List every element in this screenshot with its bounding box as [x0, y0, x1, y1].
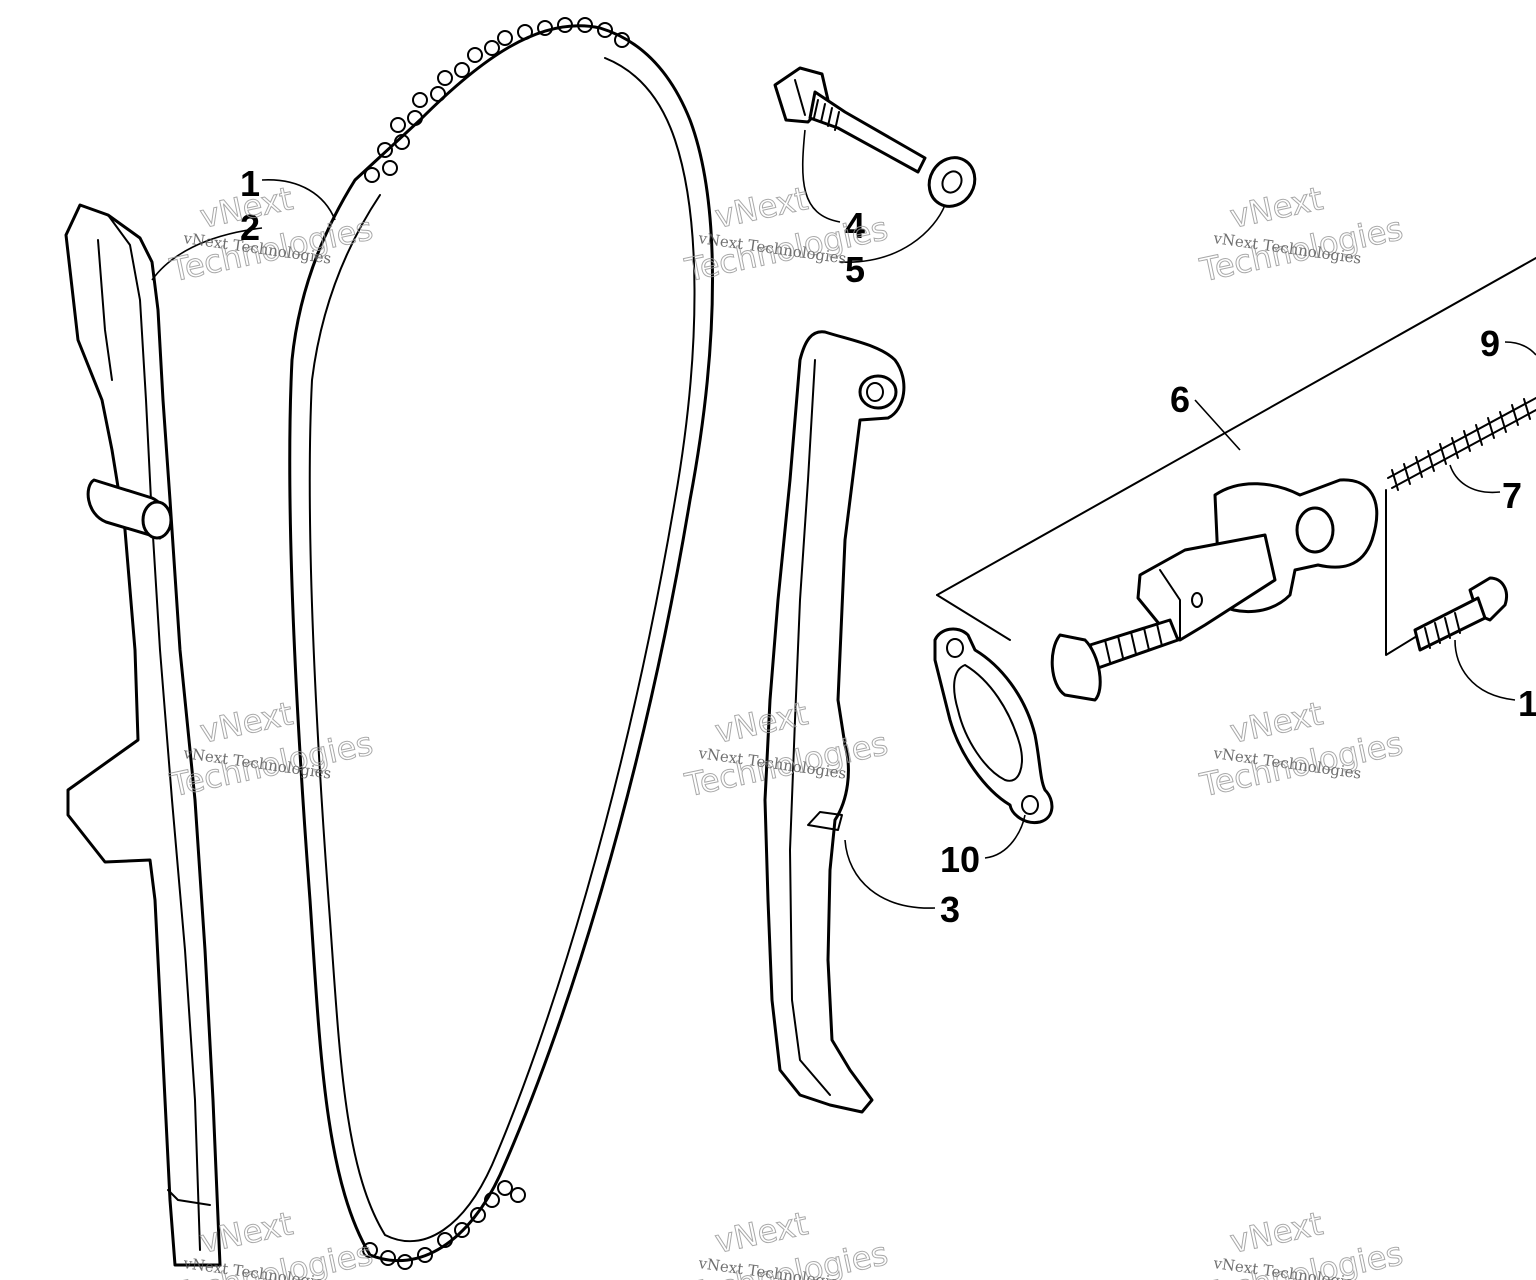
callout-5: 5: [845, 249, 865, 290]
chain-tensioner-guide-icon: [763, 330, 906, 1114]
watermark: vNext Technologies: [1196, 694, 1407, 805]
spring-icon: [1387, 397, 1536, 491]
washer-icon: [927, 156, 977, 208]
callout-2: 2: [240, 207, 260, 248]
callout-1-right: 1: [1518, 683, 1536, 724]
pivot-bolt-icon: [773, 66, 927, 174]
watermark: vNext Technologies: [166, 179, 377, 290]
cam-chain-icon: [288, 17, 714, 1270]
callout-10: 10: [940, 839, 980, 880]
callout-4: 4: [845, 205, 865, 246]
gasket-icon: [933, 627, 1054, 825]
callout-labels: 1 2 4 5 9 6 7 1 10 3: [240, 163, 1536, 930]
leader-lines: [151, 129, 1536, 909]
tensioner-assembly-icon: [936, 257, 1536, 702]
callout-1: 1: [240, 163, 260, 204]
callout-3: 3: [940, 889, 960, 930]
tensioner-bolt-icon: [1413, 576, 1508, 652]
callout-7: 7: [1502, 475, 1522, 516]
watermark: vNext Technologies: [1196, 179, 1407, 290]
chain-guide-icon: [64, 203, 222, 1267]
callout-9: 9: [1480, 323, 1500, 364]
watermarks: vNext Technologies vNext Technologies vN…: [166, 179, 1407, 1280]
callout-6: 6: [1170, 379, 1190, 420]
